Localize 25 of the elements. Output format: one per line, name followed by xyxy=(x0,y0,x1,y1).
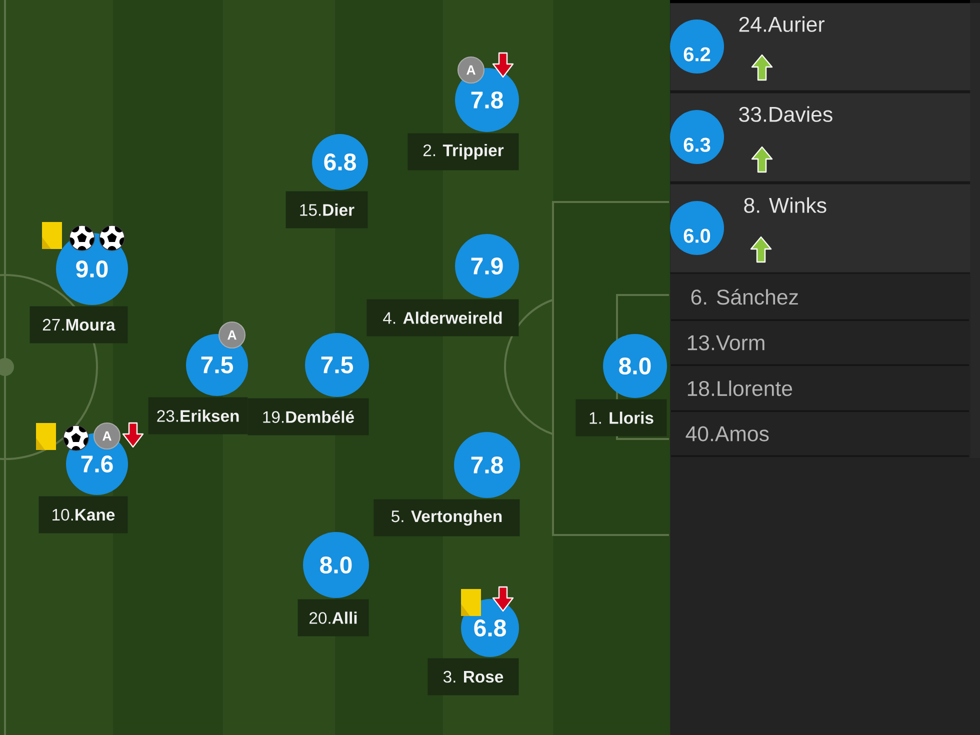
node-label: 8. Winks xyxy=(744,197,826,213)
name-label: 10.Kane xyxy=(38,496,128,534)
player-row: 18.Llorente xyxy=(670,366,970,410)
node-label: 24.Aurier xyxy=(739,16,824,32)
name-label: 5. Vertonghen xyxy=(374,499,520,536)
letter-badge: A xyxy=(93,422,121,450)
node-label: 13.Vorm xyxy=(688,335,764,350)
name-label: 15.Dier xyxy=(286,191,368,228)
name-label: 4. Alderweireld xyxy=(366,299,519,336)
name-label: 1. Lloris xyxy=(576,399,667,436)
letter-badge: A xyxy=(218,321,246,349)
name-label: 19.Dembélé xyxy=(248,398,369,436)
player-row: 40.Amos xyxy=(670,412,970,456)
player-row: 6. Sánchez xyxy=(670,274,970,320)
node-label: 40.Amos xyxy=(686,426,769,442)
name-label: 3. Rose xyxy=(428,658,519,696)
player-row: 13.Vorm xyxy=(670,321,970,364)
node-label: 6. Sánchez xyxy=(691,288,798,305)
name-label: 20.Alli xyxy=(298,599,369,636)
node-label: 18.Llorente xyxy=(688,380,792,396)
name-label: 2. Trippier xyxy=(408,133,519,170)
name-label: 27.Moura xyxy=(30,306,128,344)
name-label: 23.Eriksen xyxy=(148,397,248,434)
letter-badge: A xyxy=(457,56,485,84)
node-label: 33.Davies xyxy=(739,106,832,122)
